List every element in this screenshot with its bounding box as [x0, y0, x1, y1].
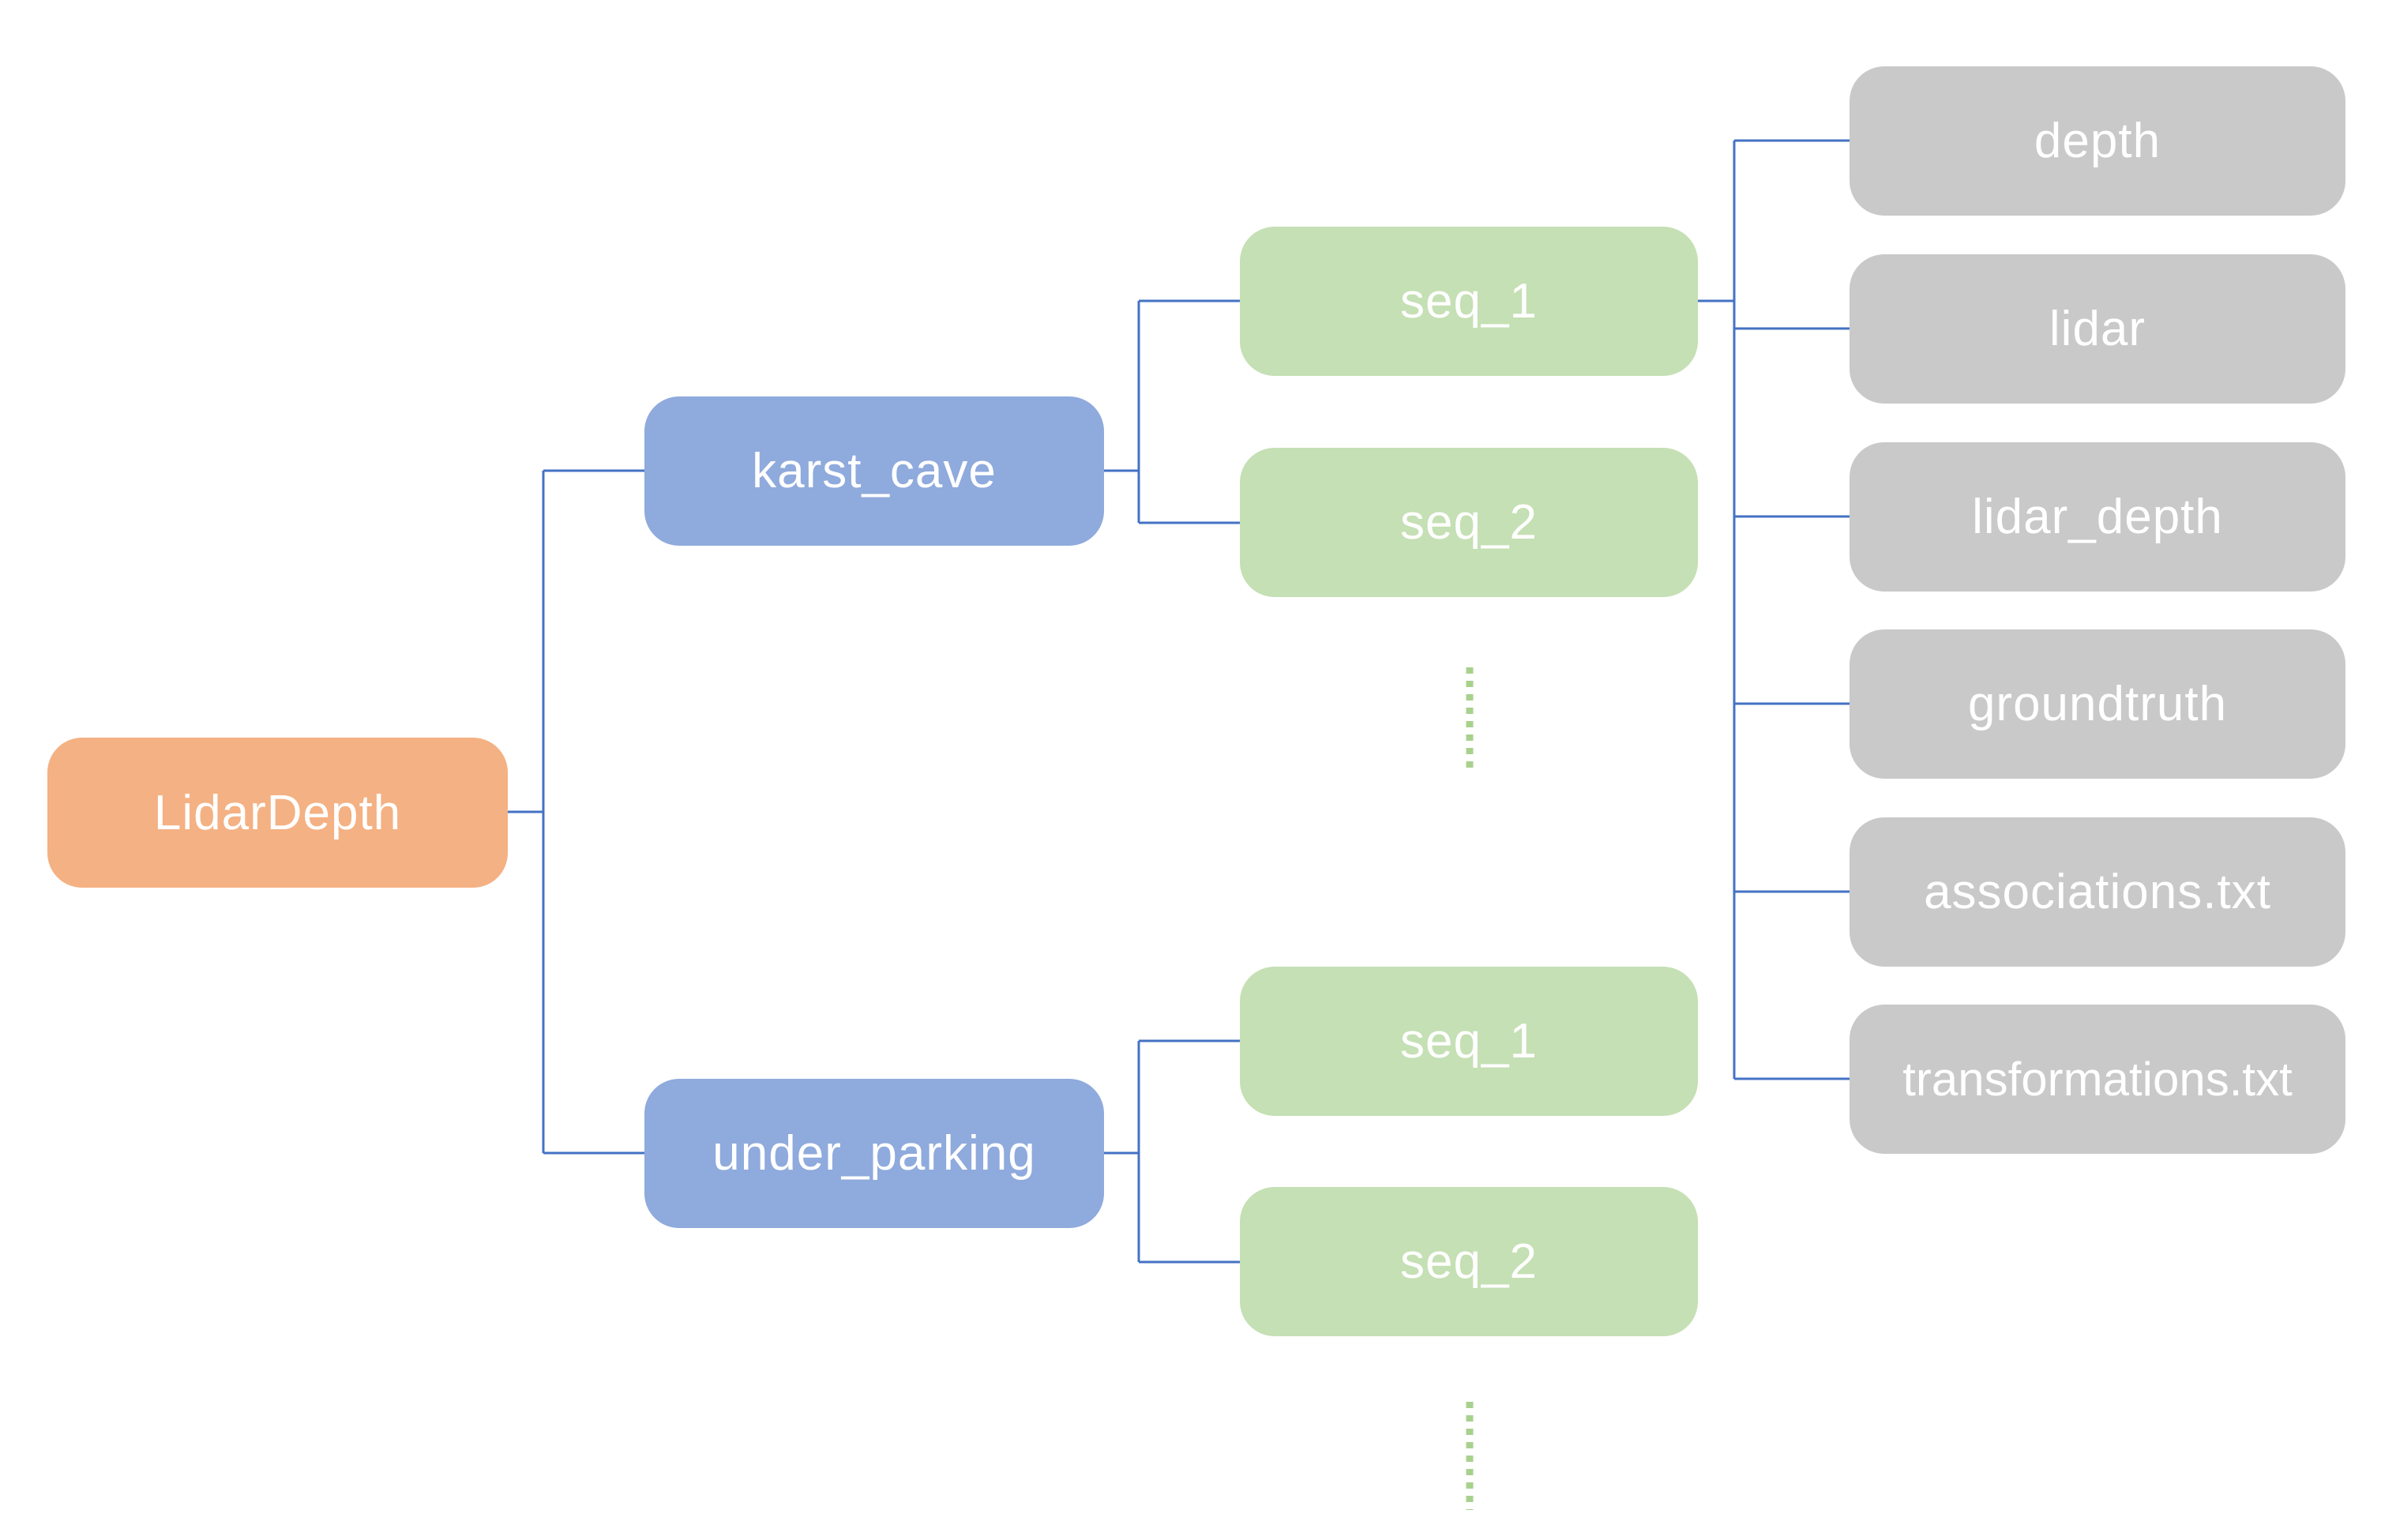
content-node-lidar: lidar — [1850, 254, 2345, 404]
connector-sequence-to-contents — [1698, 139, 1850, 1080]
content-node-lidar-depth: lidar_depth — [1850, 442, 2345, 592]
connector-root-to-sites — [508, 469, 644, 1155]
connector-karst-cave-to-sequences — [1104, 299, 1240, 524]
content-node-depth: depth — [1850, 66, 2345, 216]
sequence-node-karst-seq-2: seq_2 — [1240, 448, 1698, 597]
root-node-lidardepth: LidarDepth — [47, 738, 508, 888]
content-node-groundtruth: groundtruth — [1850, 629, 2345, 779]
sequence-node-karst-seq-1: seq_1 — [1240, 227, 1698, 376]
content-node-associations-txt: associations.txt — [1850, 817, 2345, 967]
sequence-node-parking-seq-2: seq_2 — [1240, 1187, 1698, 1336]
site-node-karst-cave: karst_cave — [644, 396, 1104, 546]
content-node-transformations-txt: transformations.txt — [1850, 1005, 2345, 1154]
sequence-node-parking-seq-1: seq_1 — [1240, 967, 1698, 1116]
connector-under-parking-to-sequences — [1104, 1039, 1240, 1264]
site-node-under-parking: under_parking — [644, 1079, 1104, 1228]
